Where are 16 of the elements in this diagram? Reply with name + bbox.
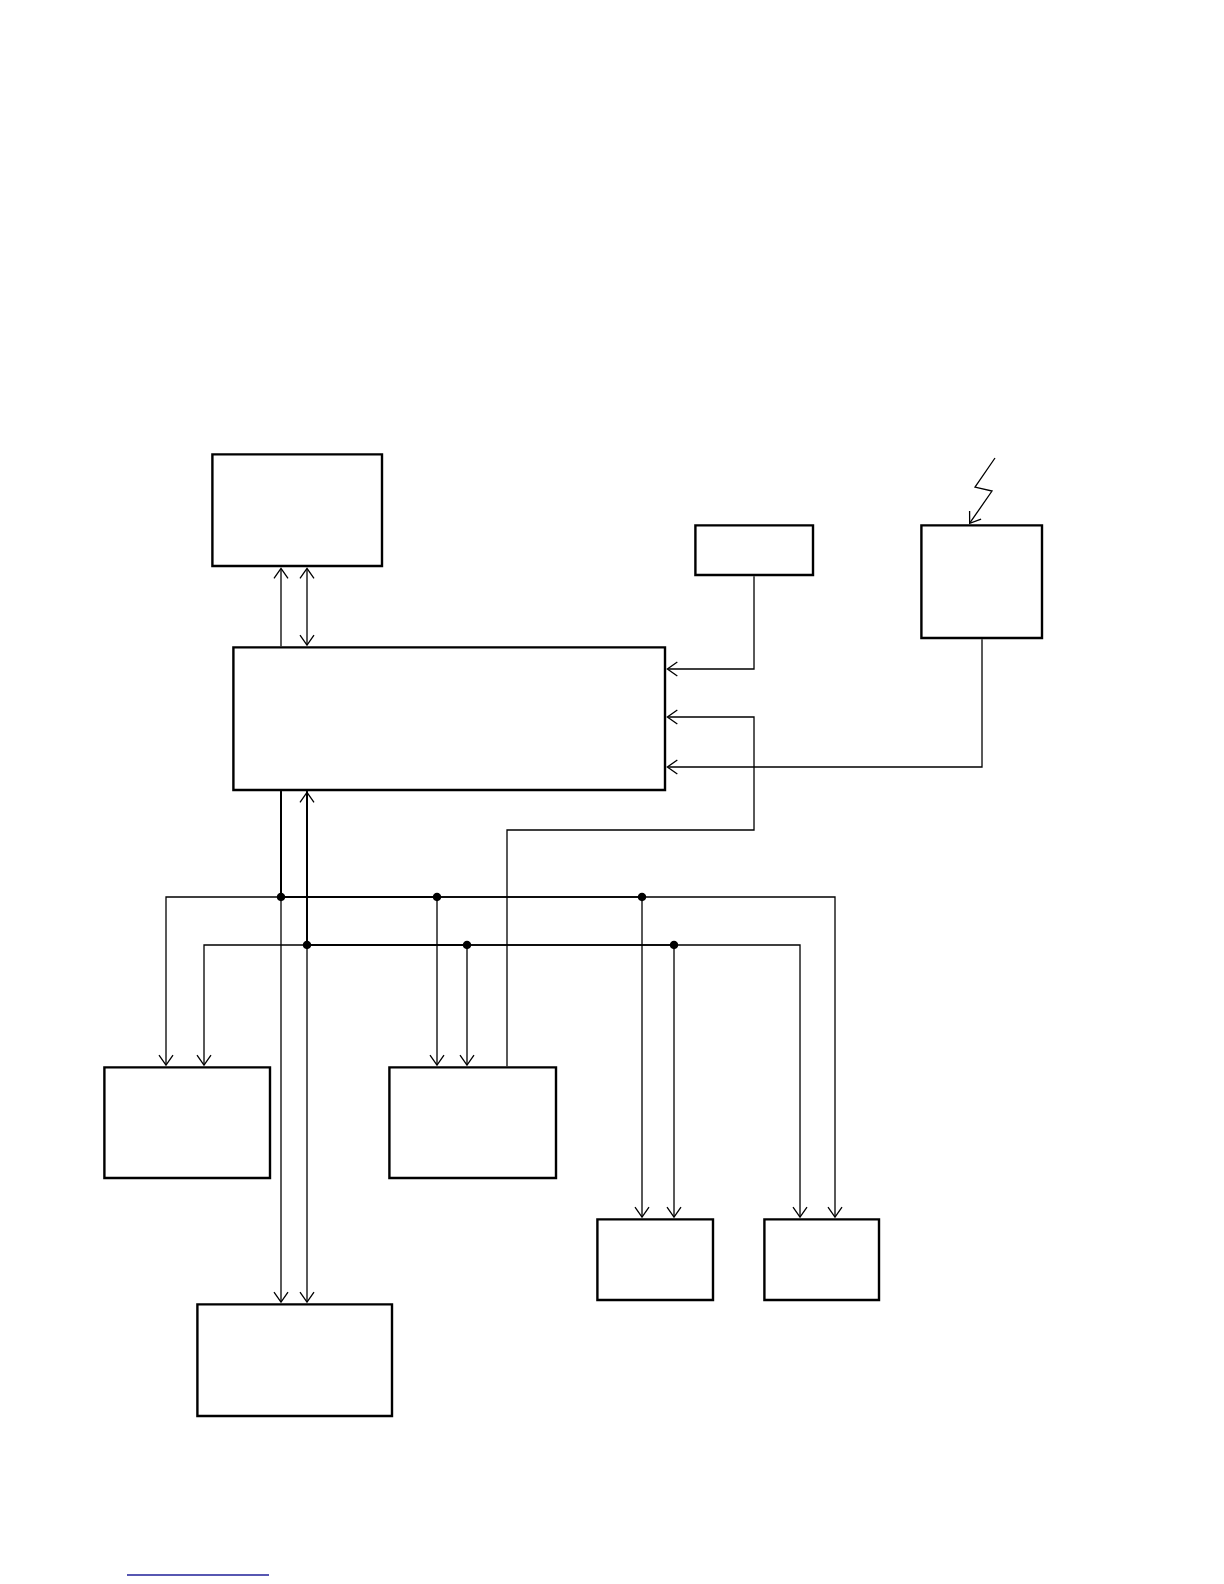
block-box xyxy=(920,524,1044,640)
block-box xyxy=(694,524,815,577)
double-arrow xyxy=(299,567,315,647)
block-box xyxy=(763,1218,881,1302)
block-box xyxy=(196,1303,394,1418)
arrow xyxy=(666,575,755,677)
block-box xyxy=(232,646,667,792)
block-box xyxy=(388,1066,558,1180)
arrow xyxy=(506,709,755,1067)
arrow xyxy=(273,567,289,647)
arrow xyxy=(666,638,983,775)
block-box xyxy=(211,453,384,568)
block-box xyxy=(596,1218,715,1302)
lightning-arrow xyxy=(968,457,996,525)
double-arrow xyxy=(299,791,315,1304)
block-box xyxy=(103,1066,272,1180)
